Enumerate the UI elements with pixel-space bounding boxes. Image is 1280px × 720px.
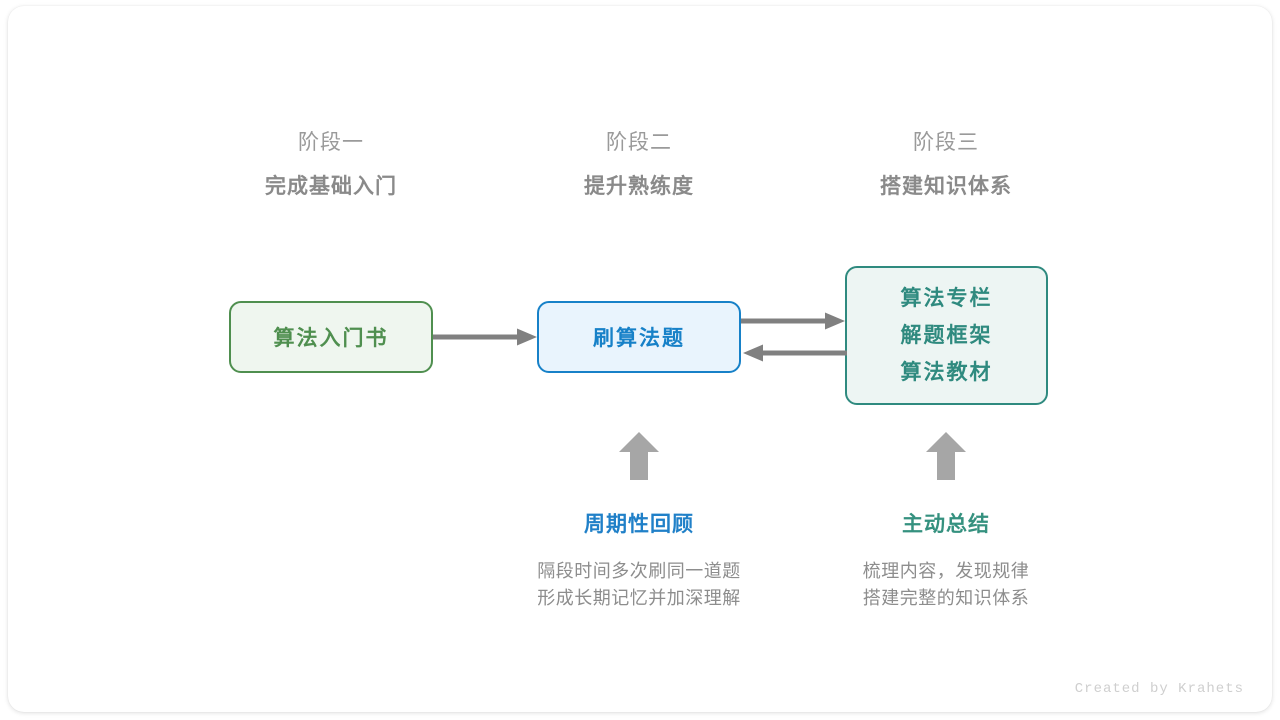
stage-goal-1: 完成基础入门 bbox=[265, 175, 397, 198]
annotation-review-desc-line-2: 形成长期记忆并加深理解 bbox=[537, 588, 741, 608]
node-resources-line-1: 算法专栏 bbox=[900, 287, 993, 310]
arrow-right-book-to-practice-icon bbox=[433, 327, 539, 347]
stage-header-1: 阶段一 完成基础入门 bbox=[211, 128, 451, 204]
annotation-review-title: 周期性回顾 bbox=[584, 513, 694, 536]
annotation-active-summary: 主动总结 梳理内容，发现规律 搭建完整的知识体系 bbox=[786, 510, 1106, 612]
node-practice-problems[interactable]: 刷算法题 bbox=[537, 301, 741, 373]
up-arrow-review-icon bbox=[619, 432, 659, 480]
stage-name-1: 阶段一 bbox=[298, 131, 364, 154]
node-book-line-1: 算法入门书 bbox=[273, 327, 389, 350]
annotation-summary-desc-line-1: 梳理内容，发现规律 bbox=[862, 561, 1030, 581]
annotation-summary-desc: 梳理内容，发现规律 搭建完整的知识体系 bbox=[786, 558, 1106, 612]
annotation-review-desc-line-1: 隔段时间多次刷同一道题 bbox=[537, 561, 741, 581]
node-learning-resources[interactable]: 算法专栏 解题框架 算法教材 bbox=[845, 266, 1048, 405]
arrow-left-resources-to-practice-icon bbox=[741, 343, 847, 363]
stage-header-3: 阶段三 搭建知识体系 bbox=[826, 128, 1066, 204]
node-algorithm-intro-book[interactable]: 算法入门书 bbox=[229, 301, 433, 373]
annotation-summary-desc-line-2: 搭建完整的知识体系 bbox=[862, 588, 1030, 608]
stage-header-2: 阶段二 提升熟练度 bbox=[519, 128, 759, 204]
arrow-right-practice-to-resources-icon bbox=[741, 311, 847, 331]
stage-name-2: 阶段二 bbox=[606, 131, 672, 154]
node-resources-line-3: 算法教材 bbox=[900, 361, 993, 384]
credit-text: Created by Krahets bbox=[1074, 681, 1244, 697]
up-arrow-summary-icon bbox=[926, 432, 966, 480]
stage-goal-2: 提升熟练度 bbox=[584, 175, 694, 198]
annotation-summary-title: 主动总结 bbox=[902, 513, 990, 536]
annotation-review-desc: 隔段时间多次刷同一道题 形成长期记忆并加深理解 bbox=[479, 558, 799, 612]
annotation-periodic-review: 周期性回顾 隔段时间多次刷同一道题 形成长期记忆并加深理解 bbox=[479, 510, 799, 612]
stage-name-3: 阶段三 bbox=[913, 131, 979, 154]
stage-goal-3: 搭建知识体系 bbox=[880, 175, 1012, 198]
node-practice-line-1: 刷算法题 bbox=[593, 327, 685, 350]
node-resources-line-2: 解题框架 bbox=[900, 324, 993, 347]
